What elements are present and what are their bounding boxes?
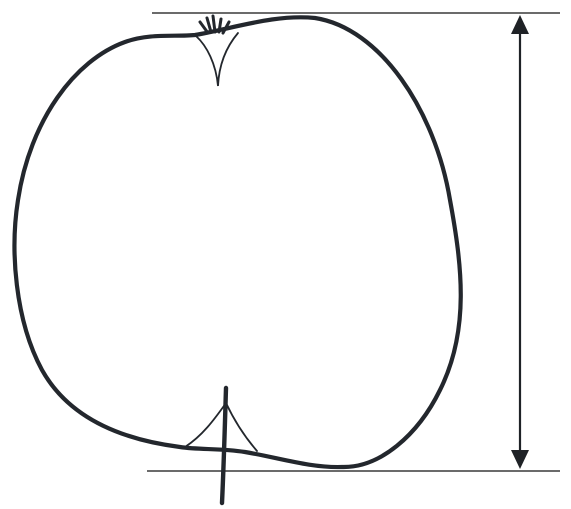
calyx-sepal bbox=[221, 20, 231, 35]
arrow-head-top bbox=[511, 15, 529, 34]
apple-outline bbox=[12, 15, 463, 470]
calyx-cavity bbox=[195, 32, 239, 87]
arrow-head-bottom bbox=[511, 450, 529, 469]
calyx bbox=[198, 14, 231, 35]
calyx-sepal bbox=[211, 14, 217, 34]
calyx-sepal bbox=[198, 20, 210, 35]
stem bbox=[219, 385, 229, 506]
calyx-sepal bbox=[217, 17, 223, 34]
height-dimension-arrow bbox=[511, 15, 529, 469]
calyx-sepal bbox=[205, 16, 213, 34]
